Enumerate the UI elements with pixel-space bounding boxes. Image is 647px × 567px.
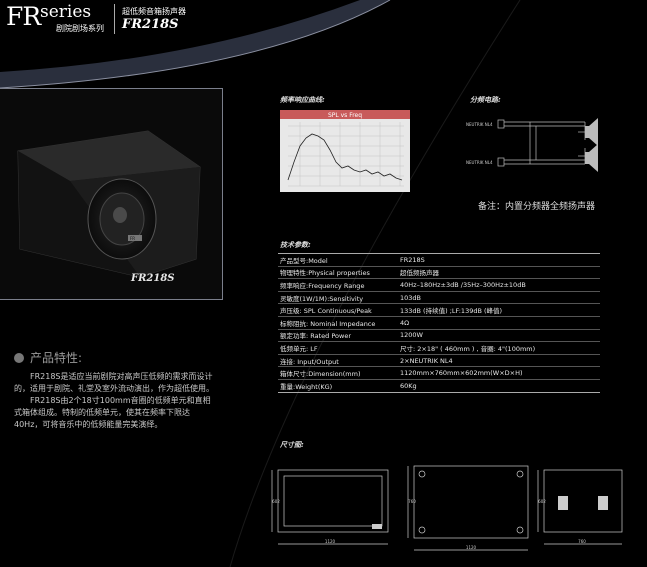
spec-key: 标称阻抗: Nominal Impedance xyxy=(278,316,398,330)
subwoofer-illustration: FR xyxy=(17,130,201,278)
features-paragraph-1: FR218S是适应当前剧院对高声压低频的需求而设计的，适用于剧院、礼堂及室外流动… xyxy=(14,372,214,393)
front-view xyxy=(277,469,389,533)
chart-title: SPL vs Freq xyxy=(328,112,362,119)
spec-key: 产品型号:Model xyxy=(278,253,398,267)
spec-key: 灵敏度(1W/1M):Sensitivity xyxy=(278,291,398,305)
spec-key: 物理特性:Physical properties xyxy=(278,266,398,280)
features-paragraph-2: FR218S由2个18寸100mm音圈的低频单元和直相式箱体组成。特制的低频单元… xyxy=(14,396,211,429)
spec-value: 1200W xyxy=(398,329,600,343)
wiring-label: 分频电路: xyxy=(470,96,501,104)
features-heading-text: 产品特性: xyxy=(30,351,83,365)
spec-value: FR218S xyxy=(398,253,600,267)
header-divider xyxy=(114,4,115,34)
page-title-cn: 超低频音箱扬声器 xyxy=(122,7,186,16)
spec-key: 连接: Input/Output xyxy=(278,354,398,368)
logo-badge xyxy=(128,235,142,241)
dim-front-width: 1120 xyxy=(325,539,336,544)
chart-title-bar xyxy=(280,110,410,119)
spec-value: 103dB xyxy=(398,291,600,305)
spec-value: 4Ω xyxy=(398,316,600,330)
connector-2-icon xyxy=(497,157,505,167)
brand-series: series xyxy=(40,2,92,22)
connector-1-icon xyxy=(497,119,505,129)
rear-connectors xyxy=(558,496,608,510)
dim-side-width: 760 xyxy=(578,539,586,544)
dim-height-1: 602 xyxy=(272,499,280,504)
page-title-model: FR218S xyxy=(122,17,179,32)
speaker-1-icon xyxy=(585,126,589,138)
photo-caption: FR218S xyxy=(131,273,175,284)
logo-badge-text: FR xyxy=(130,236,135,241)
spec-value: 133dB (持续值) ;LF:139dB (峰值) xyxy=(398,303,600,317)
speaker-2-cone xyxy=(589,144,598,172)
speaker-1-cone xyxy=(589,118,598,146)
spec-key: 声压级: SPL Continuous/Peak xyxy=(278,303,398,317)
dim-height-2: 760 xyxy=(408,499,416,504)
brand-subtitle: 剧院剧场系列 xyxy=(56,24,104,33)
top-view xyxy=(413,465,529,539)
rear-view xyxy=(543,469,623,533)
specs-label: 技术参数: xyxy=(280,241,311,249)
spec-row: 重量:Weight(KG)60Kg xyxy=(278,379,600,393)
front-view-inner xyxy=(283,475,383,527)
response-curve xyxy=(287,133,403,181)
freq-response-label: 频率响应曲线: xyxy=(280,96,325,104)
wiring-diagram: NEUTRIK NL4 NEUTRIK NL4 xyxy=(460,108,610,190)
spec-value: 尺寸: 2×18" ( 460mm ) , 音圈: 4"(100mm) xyxy=(398,341,600,355)
features-body: FR218S是适应当前剧院对高声压低频的需求而设计的，适用于剧院、礼堂及室外流动… xyxy=(14,371,214,431)
dimensions-label: 尺寸图: xyxy=(280,441,304,449)
spec-key: 重量:Weight(KG) xyxy=(278,379,398,393)
product-photo: FR xyxy=(0,88,223,300)
dimension-drawings: 1120 1120 760 602 760 602 xyxy=(271,465,623,551)
connector-2-label: NEUTRIK NL4 xyxy=(466,160,493,165)
freq-response-chart: SPL vs Freq xyxy=(280,110,410,192)
spec-key: 低频单元: LF xyxy=(278,341,398,355)
spec-key: 箱体尺寸:Dimension(mm) xyxy=(278,366,398,380)
front-logo-badge xyxy=(372,524,382,529)
connector-1-label: NEUTRIK NL4 xyxy=(466,122,493,127)
bullet-icon xyxy=(14,353,24,363)
chart-grid xyxy=(288,122,404,187)
spec-value: 超低频扬声器 xyxy=(398,266,600,280)
brand-fr: FR xyxy=(6,2,41,31)
dim-top-width: 1120 xyxy=(466,545,477,550)
spec-value: 2×NEUTRIK NL4 xyxy=(398,354,600,368)
spec-value: 40Hz–180Hz±3dB /35Hz–300Hz±10dB xyxy=(398,278,600,292)
speaker-2-icon xyxy=(585,152,589,164)
spec-key: 额定功率: Rated Power xyxy=(278,329,398,343)
features-heading: 产品特性: xyxy=(14,349,82,366)
wiring-note: 备注：内置分频器全频扬声器 xyxy=(478,202,596,212)
speaker-icons xyxy=(585,118,598,172)
spec-row: 箱体尺寸:Dimension(mm)1120mm×760mm×602mm(W×D… xyxy=(278,366,600,380)
spec-value: 1120mm×760mm×602mm(W×D×H) xyxy=(398,366,600,380)
dim-height-3: 602 xyxy=(538,499,546,504)
spec-value: 60Kg xyxy=(398,379,600,393)
spec-key: 频率响应:Frequency Range xyxy=(278,278,398,292)
